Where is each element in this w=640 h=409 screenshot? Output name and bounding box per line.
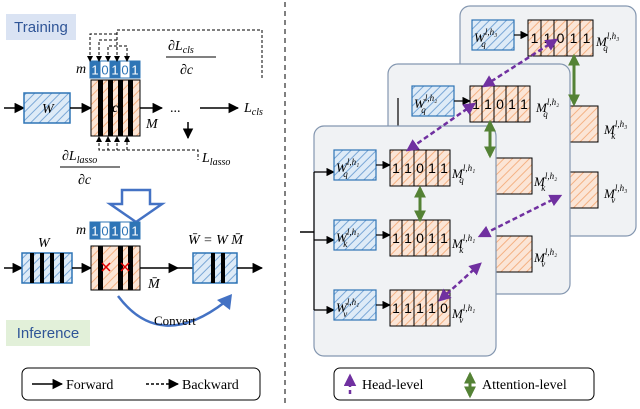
mask-bit: 1 (404, 230, 412, 246)
inference-tag: Inference (17, 325, 80, 342)
mask-bit: 1 (428, 230, 436, 246)
grad-cls-den: ∂c (180, 63, 194, 78)
mask-bit: 0 (101, 63, 108, 78)
mask-bit: 1 (544, 30, 552, 46)
attention-level-legend-label: Attention-level (482, 378, 567, 393)
convert-arrow-head (217, 294, 232, 310)
c-label: c (112, 101, 119, 116)
training-tag-bg (6, 14, 76, 40)
mask-bit: 1 (440, 160, 448, 176)
inf-w-label: W (38, 236, 51, 251)
convert-arrow (117, 295, 226, 327)
mask-bit: 0 (496, 96, 504, 112)
mask-bit: 1 (570, 30, 578, 46)
mask-bit: 1 (91, 224, 98, 239)
mask-var-label: m (76, 62, 86, 77)
mask-bit: 1 (416, 300, 424, 316)
mask-bit: 1 (111, 224, 118, 239)
inf-w-box (21, 252, 73, 284)
training-tag: Training (14, 19, 68, 36)
grad-lasso-den: ∂c (78, 173, 92, 188)
mask-bit: 0 (557, 30, 565, 46)
mask-bit: 1 (520, 96, 528, 112)
mask-bit: 1 (111, 63, 118, 78)
mask-bit: 0 (101, 224, 108, 239)
backward-legend-label: Backward (182, 378, 239, 393)
grad-lasso: ∂Llasso ∂c (60, 149, 120, 188)
mask-bit: 1 (531, 30, 539, 46)
backward-arrow-heads-bottom (96, 136, 130, 142)
ellipsis: ... (170, 101, 181, 116)
mask-bit: 1 (404, 160, 412, 176)
mask-bit: 1 (428, 300, 436, 316)
head1-wq-box (333, 149, 377, 181)
attention-level-arrows (414, 53, 580, 223)
mask-bit: 1 (131, 63, 138, 78)
l-cls-label: Lcls (243, 101, 263, 118)
mask-cell (579, 19, 594, 57)
mask-columns (98, 80, 133, 136)
mask-bit: 1 (91, 63, 98, 78)
weight-w-label: W (42, 102, 55, 117)
mask-cell (437, 219, 451, 257)
forward-legend-label: Forward (66, 378, 113, 393)
l-lasso-label: Llasso (201, 151, 230, 168)
inf-mask-var-label: m (76, 223, 86, 238)
mask-bit: 1 (392, 160, 400, 176)
wbar-columns (211, 253, 225, 283)
inf-w-columns (30, 253, 64, 283)
mask-bit: 1 (428, 160, 436, 176)
head-level-legend-label: Head-level (362, 378, 424, 393)
mask-bit: 1 (392, 230, 400, 246)
mask-bit: 1 (472, 96, 480, 112)
head-level-arrows (405, 38, 563, 302)
mask-bit: 0 (416, 230, 424, 246)
grad-lasso-num: ∂Llasso (62, 149, 97, 166)
mask-cell (129, 221, 141, 240)
backward-arrow-heads-top (87, 56, 130, 62)
convert-label: Convert (154, 313, 196, 328)
m-label: M (145, 117, 159, 132)
mask-bit: 0 (121, 224, 128, 239)
weight-w-box (23, 92, 71, 124)
grad-cls: ∂Lcls ∂c (166, 39, 216, 78)
mask-bit: 0 (121, 63, 128, 78)
backward-lines-bottom (98, 138, 199, 160)
grad-cls-num: ∂Lcls (168, 39, 194, 56)
mask-bit: 0 (416, 160, 424, 176)
mask-bit: 0 (440, 300, 448, 316)
mask-bit: 1 (484, 96, 492, 112)
inference-tag-bg (6, 320, 90, 346)
backward-lines-top (89, 29, 263, 78)
mask-bit: 1 (440, 230, 448, 246)
mask-bit: 1 (131, 224, 138, 239)
legend-left (21, 367, 261, 401)
wbar-equation: W̄ = W M̄ (188, 233, 244, 248)
mask-bit: 1 (508, 96, 516, 112)
mask-bit: 1 (583, 30, 591, 46)
pruned-x-marks (101, 262, 130, 272)
training-to-inference-arrow (105, 188, 167, 224)
mask-bit: 1 (392, 300, 400, 316)
mbar-label: M̄ (147, 277, 161, 292)
inf-mask-columns (98, 246, 133, 290)
mask-cell (129, 60, 141, 79)
mask-bit: 1 (404, 300, 412, 316)
